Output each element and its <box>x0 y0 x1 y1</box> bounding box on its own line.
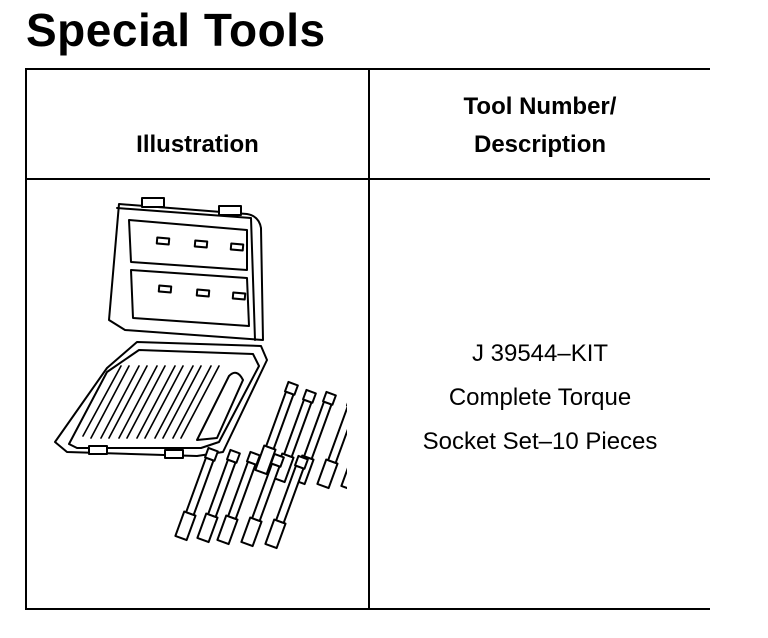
page-title: Special Tools <box>26 4 326 56</box>
torque-socket-extensions-icon <box>174 446 309 550</box>
header-tool-line1: Tool Number/ <box>463 93 617 120</box>
header-illustration: Illustration <box>136 131 259 158</box>
header-tool-line2: Description <box>473 131 607 158</box>
column-divider <box>368 70 370 608</box>
tool-description-line2: Socket Set–10 Pieces <box>422 428 658 455</box>
tool-number: J 39544–KIT <box>471 340 609 367</box>
tool-description: J 39544–KIT Complete Torque Socket Set–1… <box>370 332 710 464</box>
torque-socket-set-case-icon <box>54 197 347 492</box>
special-tools-table: Illustration Tool Number/ Description <box>25 68 710 610</box>
header-divider <box>27 178 710 180</box>
tool-description-line1: Complete Torque <box>448 384 632 411</box>
header-tool-number-description: Tool Number/ Description <box>370 88 710 164</box>
